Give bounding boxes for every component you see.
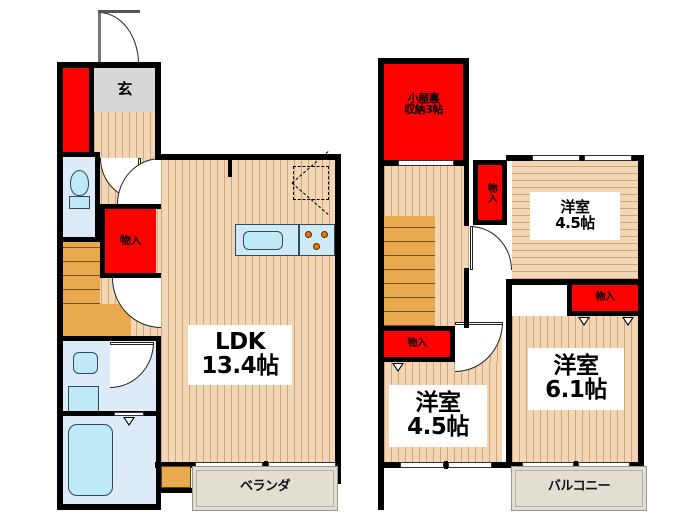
wall-closet-right-bottom — [567, 311, 644, 316]
room-bl-window-1 — [400, 462, 444, 468]
wall-genkan-right — [155, 62, 161, 158]
wall-1f-bottom-left — [57, 504, 161, 510]
closet-2f-left — [384, 331, 450, 357]
floor1-group: 玄 物入 — [0, 0, 345, 525]
wall-closet-top2f — [473, 160, 506, 165]
hallway-floor-upper — [94, 112, 155, 158]
stairs-2f — [384, 216, 435, 326]
balcony — [511, 466, 647, 511]
wall-closet-left-bottom — [378, 357, 455, 362]
room-tr-door-leaf — [470, 226, 473, 270]
wall-closet-right-outer — [638, 280, 644, 316]
closet-right-arrow-1 — [578, 317, 590, 326]
wall-attic-left — [378, 58, 384, 166]
wall-washroom-right — [156, 336, 161, 510]
wall-closet1f-bottom — [100, 273, 161, 278]
entrance-threshold — [98, 10, 140, 13]
wall-step-bottom — [156, 488, 196, 493]
entrance-label: 玄 — [117, 80, 132, 99]
bath-door — [114, 412, 144, 416]
ceiling-hatch — [293, 166, 329, 200]
veranda-label: ベランダ — [239, 479, 291, 495]
bath-door-arrow — [123, 417, 135, 426]
balcony-outline — [515, 470, 643, 507]
attic-storage-label: 小屋裏 収納3帖 — [404, 91, 443, 116]
stairs-1f — [63, 242, 100, 304]
wall-toilet-top — [57, 152, 100, 157]
closet-1f — [105, 209, 156, 273]
wall-bath-top — [57, 411, 161, 416]
veranda — [192, 466, 338, 511]
hall-2f-window — [398, 160, 454, 166]
wall-attic — [378, 58, 469, 64]
closet-2f-left-label: 物入 — [407, 337, 428, 349]
wall-closet-right-left — [567, 280, 572, 316]
closet-2f-right — [572, 285, 638, 311]
wall-closet-left-right — [450, 326, 455, 362]
wall-washroom-top — [57, 336, 161, 341]
wall-1f-upper — [57, 62, 161, 68]
wall-closet-2f-left — [473, 165, 478, 220]
ldk-floor — [161, 160, 335, 462]
room-tr-window-1 — [532, 155, 580, 161]
room-tr-window-2 — [584, 155, 632, 161]
wall-ldk-top — [155, 154, 341, 160]
room-bl-window-2 — [448, 462, 492, 468]
wall-shoe-right — [89, 68, 94, 152]
room-tr-label: 洋室 4.5帖 — [530, 192, 620, 240]
closet-right-arrow-2 — [622, 317, 634, 326]
closet-left-arrow — [392, 363, 404, 372]
wash-basin — [73, 352, 98, 374]
wall-nub-ldk — [228, 160, 232, 177]
wall-closet-left-top — [378, 326, 456, 331]
wall-1f-left — [57, 62, 63, 510]
step-tile — [161, 466, 191, 488]
wall-room-br-left — [506, 285, 512, 468]
room-bl-door-leaf — [455, 322, 503, 325]
washroom-door-leaf — [110, 342, 154, 345]
room-tr-door-swing — [470, 226, 512, 270]
closet-2f-top-label: 物入 — [485, 183, 497, 203]
wall-closet1f — [100, 204, 161, 209]
wall-closet-2f-bottom — [473, 220, 507, 225]
stove-burner-1 — [305, 231, 312, 238]
toilet-tank — [69, 196, 90, 209]
wall-room-br-right — [638, 316, 644, 468]
attic-storage — [384, 64, 463, 161]
balcony-label: バルコニー — [547, 479, 611, 495]
closet-2f-top — [478, 165, 502, 220]
wall-2f-mid-right — [506, 279, 644, 285]
washer-space — [68, 386, 99, 414]
shoe-cabinet — [63, 68, 89, 152]
wall-hall-2f-right — [464, 160, 469, 226]
room-br-label: 洋室 6.1帖 — [528, 348, 624, 410]
wall-room-tr-right — [638, 155, 644, 285]
stove-divider — [298, 224, 300, 256]
wall-ldk-right — [335, 154, 341, 484]
ldk-sliding-door-mullion — [264, 461, 268, 469]
stove-burner-2 — [321, 231, 328, 238]
toilet-bowl — [70, 170, 89, 196]
closet-1f-label: 物入 — [120, 234, 142, 248]
room-bl-window-mullion — [444, 461, 448, 469]
stove-burner-3 — [313, 243, 320, 250]
ldk-label: LDK 13.4帖 — [188, 325, 292, 385]
wall-toilet-right — [95, 157, 100, 237]
wall-closet-2f-right — [502, 160, 507, 220]
wall-2f-left — [378, 160, 384, 510]
room-bl-label: 洋室 4.5帖 — [389, 385, 487, 447]
entrance-floor — [94, 68, 155, 112]
wall-attic-right — [463, 58, 469, 166]
kitchen-counter — [235, 224, 335, 256]
room-br-window-mullion — [574, 461, 578, 469]
wall-hall-2f-right-lower — [464, 268, 469, 328]
bathtub — [68, 424, 113, 496]
veranda-outline — [196, 470, 334, 507]
wall-toilet-bottom — [57, 237, 100, 242]
kitchen-sink — [243, 231, 283, 250]
closet-2f-right-label: 物入 — [595, 291, 616, 303]
wall-closet1f-left — [100, 209, 105, 273]
